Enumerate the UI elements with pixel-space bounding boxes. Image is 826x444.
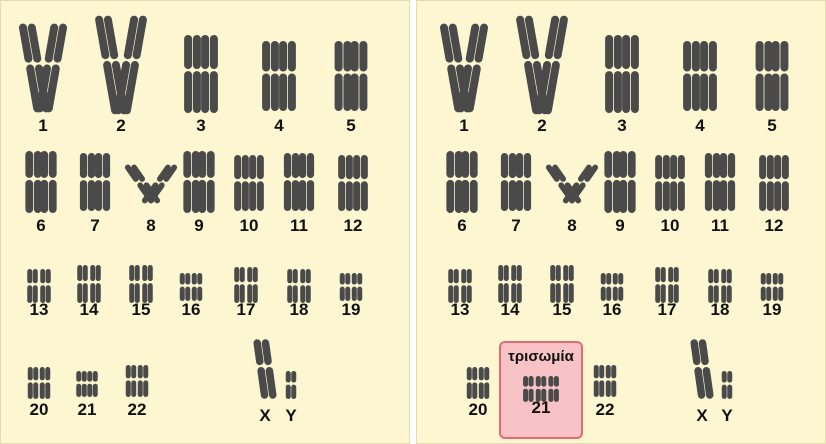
right-chromosome-3-label: 3 — [617, 117, 626, 134]
left-chromosome-2-label: 2 — [116, 117, 125, 134]
right-chromosome-9 — [600, 148, 640, 216]
right-chromosome-12-label: 12 — [765, 217, 784, 234]
left-chromosome-15-label: 15 — [132, 301, 151, 318]
right-chromosome-22-label: 22 — [596, 401, 615, 418]
left-chromosome-21 — [71, 368, 103, 400]
left-chromosome-20-label: 20 — [30, 401, 49, 418]
left-chromosome-X-label: X — [259, 407, 270, 424]
right-chromosome-2 — [518, 12, 566, 118]
right-chromosome-19-label: 19 — [763, 301, 782, 318]
right-chromosome-8 — [550, 158, 594, 210]
left-chromosome-14-label: 14 — [80, 301, 99, 318]
right-chromosome-4 — [678, 38, 722, 114]
left-chromosome-22 — [120, 362, 154, 400]
right-chromosome-5 — [751, 38, 793, 114]
right-chromosome-20-label: 20 — [469, 401, 488, 418]
left-chromosome-20 — [22, 364, 56, 402]
left-chromosome-21-label: 21 — [78, 401, 97, 418]
left-chromosome-18-label: 18 — [290, 301, 309, 318]
right-chromosome-11 — [700, 150, 740, 214]
left-chromosome-19-label: 19 — [342, 301, 361, 318]
left-chromosome-13-label: 13 — [30, 301, 49, 318]
right-chromosome-22 — [588, 362, 622, 400]
left-chromosome-Y-label: Y — [285, 407, 296, 424]
left-chromosome-17-label: 17 — [237, 301, 256, 318]
right-chromosome-4-label: 4 — [695, 117, 704, 134]
left-chromosome-3-label: 3 — [196, 117, 205, 134]
left-chromosome-5-label: 5 — [346, 117, 355, 134]
left-chromosome-16-label: 16 — [182, 301, 201, 318]
right-chromosome-5-label: 5 — [767, 117, 776, 134]
left-chromosome-Y — [281, 368, 301, 402]
left-chromosome-6-label: 6 — [36, 217, 45, 234]
left-chromosome-12-label: 12 — [344, 217, 363, 234]
left-chromosome-16 — [174, 270, 208, 304]
left-chromosome-19 — [334, 270, 368, 304]
right-chromosome-1 — [442, 20, 486, 116]
right-chromosome-X — [690, 336, 714, 402]
right-chromosome-1-label: 1 — [459, 117, 468, 134]
right-chromosome-13-label: 13 — [451, 301, 470, 318]
left-chromosome-12 — [333, 152, 373, 214]
left-chromosome-7-label: 7 — [90, 217, 99, 234]
right-chromosome-3 — [600, 32, 644, 116]
left-chromosome-9 — [179, 148, 219, 216]
left-chromosome-11 — [279, 150, 319, 214]
left-chromosome-1 — [21, 20, 65, 116]
right-chromosome-19 — [755, 270, 789, 304]
left-chromosome-5 — [330, 38, 372, 114]
right-chromosome-11-label: 11 — [711, 217, 729, 234]
right-chromosome-6 — [442, 148, 482, 216]
left-chromosome-11-label: 11 — [290, 217, 308, 234]
right-chromosome-20 — [461, 364, 495, 402]
right-chromosome-Y — [717, 368, 737, 402]
left-chromosome-7 — [75, 150, 115, 214]
right-chromosome-2-label: 2 — [537, 117, 546, 134]
left-chromosome-6 — [21, 148, 61, 216]
left-chromosome-22-label: 22 — [128, 401, 147, 418]
right-chromosome-10 — [650, 152, 690, 214]
right-chromosome-16 — [595, 270, 629, 304]
right-chromosome-21 — [517, 373, 565, 405]
left-chromosome-10-label: 10 — [240, 217, 259, 234]
right-chromosome-6-label: 6 — [457, 217, 466, 234]
right-chromosome-X-label: X — [696, 407, 707, 424]
left-chromosome-4 — [257, 38, 301, 114]
left-chromosome-3 — [179, 32, 223, 116]
left-chromosome-4-label: 4 — [274, 117, 283, 134]
right-chromosome-8-label: 8 — [567, 217, 576, 234]
left-chromosome-9-label: 9 — [194, 217, 203, 234]
right-chromosome-16-label: 16 — [603, 301, 622, 318]
right-chromosome-12 — [754, 152, 794, 214]
right-chromosome-10-label: 10 — [661, 217, 680, 234]
left-chromosome-8 — [129, 158, 173, 210]
right-chromosome-7-label: 7 — [511, 217, 520, 234]
right-chromosome-Y-label: Y — [721, 407, 732, 424]
right-chromosome-14-label: 14 — [501, 301, 520, 318]
trisomy-label: τρισωμία — [501, 349, 581, 364]
left-chromosome-8-label: 8 — [146, 217, 155, 234]
left-chromosome-2 — [97, 12, 145, 118]
left-chromosome-1-label: 1 — [38, 117, 47, 134]
right-chromosome-17-label: 17 — [658, 301, 677, 318]
right-chromosome-7 — [496, 150, 536, 214]
left-chromosome-X — [253, 336, 277, 402]
right-chromosome-15-label: 15 — [553, 301, 572, 318]
right-chromosome-18-label: 18 — [711, 301, 730, 318]
right-chromosome-9-label: 9 — [615, 217, 624, 234]
left-chromosome-10 — [229, 152, 269, 214]
